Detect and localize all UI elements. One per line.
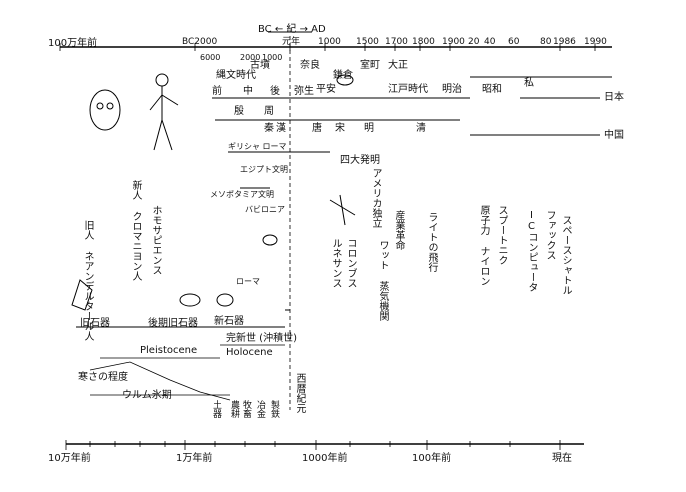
- bottom-label-10k: 1万年前: [176, 453, 213, 464]
- band-paleolithic: 旧石器: [80, 318, 110, 329]
- world-renaissance: ルネサンス: [330, 238, 341, 288]
- top-tick-1900: 1900: [442, 37, 465, 47]
- world-fax: ファックス: [544, 210, 555, 260]
- world-columbus: コロンブス: [345, 238, 356, 288]
- top-tick-80: 80: [540, 37, 552, 47]
- top-tick-1500: 1500: [356, 37, 379, 47]
- world-atomic: 原子力 ナイロン: [478, 205, 489, 286]
- skull-icon: [89, 89, 121, 131]
- world-rome2: ローマ: [236, 277, 260, 286]
- top-subtick-6000: 6000: [200, 53, 221, 62]
- bottom-label-100: 100年前: [412, 453, 452, 464]
- band-glacial: ウルム氷期: [122, 390, 172, 401]
- top-ticks: [59, 43, 596, 51]
- top-tick-1800: 1800: [412, 37, 435, 47]
- world-homo-sapiens: ホモサピエンス: [150, 205, 161, 275]
- bottom-agri: 農耕: [229, 400, 239, 418]
- world-lightbulb: ライトの飛行: [426, 212, 437, 272]
- japan-jomon-late: 後: [270, 86, 280, 97]
- top-tick-40: 40: [484, 37, 496, 47]
- japan-jomon-mid: 中: [243, 86, 253, 97]
- top-subtick-1000: 1000: [262, 53, 283, 62]
- world-greece-rome: ギリシャ ローマ: [228, 142, 287, 151]
- japan-nara: 奈良: [300, 60, 320, 71]
- top-tick-bc2000: BC2000: [182, 37, 218, 47]
- japan-period-heian: 平安: [316, 84, 336, 95]
- band-late-paleo: 後期旧石器: [148, 318, 198, 329]
- era-marker: BC ← 紀 → AD: [258, 24, 326, 35]
- japan-taisho: 大正: [388, 60, 408, 71]
- china-period-song: 宋: [335, 123, 345, 134]
- bottom-label-now: 現在: [552, 453, 572, 464]
- world-babylon: バビロニア: [245, 205, 285, 214]
- band-western: 西暦紀元: [294, 373, 305, 413]
- japan-kofun: 古墳: [250, 60, 270, 71]
- china-period-han: 漢: [276, 123, 286, 134]
- top-subtick-2000: 2000: [240, 53, 261, 62]
- japan-period-showa: 昭和: [482, 84, 502, 95]
- stone-tool-icon: [71, 279, 93, 311]
- bottom-pottery: 土器: [211, 400, 221, 418]
- world-neanderthal: 旧人 ネアンデルタール人: [82, 220, 93, 341]
- china-period-tang: 唐: [312, 123, 322, 134]
- top-tick-1986: 1986: [553, 37, 576, 47]
- china-label: 中国: [604, 130, 624, 141]
- world-computer: ICコンピュータ: [526, 210, 537, 292]
- bottom-farming: 牧畜: [241, 400, 251, 418]
- band-pleistocene: Pleistocene: [140, 345, 198, 356]
- world-watt: ワット 蒸気機関: [377, 240, 388, 321]
- china-period-zhou: 周: [264, 106, 274, 117]
- ship-icon: [329, 194, 356, 226]
- top-tick-1990: 1990: [584, 37, 607, 47]
- japan-muromachi: 室町: [360, 60, 380, 71]
- top-tick-20: 20: [468, 37, 480, 47]
- bottom-label-100k: 10万年前: [48, 453, 91, 464]
- japan-period-yayoi: 弥生: [294, 86, 314, 97]
- japan-period-kamakura: 鎌倉: [333, 70, 353, 81]
- china-period-qing: 清: [416, 123, 426, 134]
- top-tick-1700: 1700: [385, 37, 408, 47]
- world-four-inventions: 四大発明: [340, 155, 380, 166]
- top-tick-gannen: 元年: [282, 37, 301, 47]
- pottery-icons: [179, 74, 354, 307]
- china-period-qin: 秦: [264, 123, 274, 134]
- bottom-ironmaking: 製鉄: [269, 400, 279, 418]
- band-cold: 寒さの程度: [78, 372, 128, 383]
- world-industrial: 産業革命: [393, 210, 404, 250]
- band-holocene: Holocene: [226, 347, 273, 358]
- japan-period-edo: 江戸時代: [388, 84, 428, 95]
- japan-me: 私: [524, 78, 534, 89]
- world-sputnik: スプートニク: [496, 205, 507, 265]
- bottom-metallurgy: 冶金: [255, 400, 265, 418]
- top-tick-60: 60: [508, 37, 520, 47]
- china-period-ming: 明: [364, 123, 374, 134]
- china-period-yin: 殷: [234, 106, 244, 117]
- japan-label: 日本: [604, 92, 624, 103]
- world-cro-magnon: 新人 クロマニヨン人: [130, 180, 141, 281]
- bottom-label-1000: 1000年前: [302, 453, 348, 464]
- world-space: スペースシャトル: [560, 215, 571, 295]
- top-unit-left: 100万年前: [48, 38, 98, 49]
- top-tick-1000: 1000: [318, 37, 341, 47]
- band-modern-era: 完新世 (沖積世): [226, 333, 297, 344]
- world-neolithic: 新石器: [214, 316, 244, 327]
- bottom-ticks: [65, 440, 561, 450]
- caveman-icon: [149, 73, 179, 151]
- japan-period-meiji: 明治: [442, 84, 462, 95]
- japan-jomon-early: 前: [212, 86, 222, 97]
- japan-jomon: 縄文時代: [216, 70, 256, 81]
- world-egypt: エジプト文明: [240, 165, 288, 174]
- world-mesopotamia: メソポタミア文明: [210, 190, 274, 199]
- world-america: アメリカ独立: [370, 168, 381, 228]
